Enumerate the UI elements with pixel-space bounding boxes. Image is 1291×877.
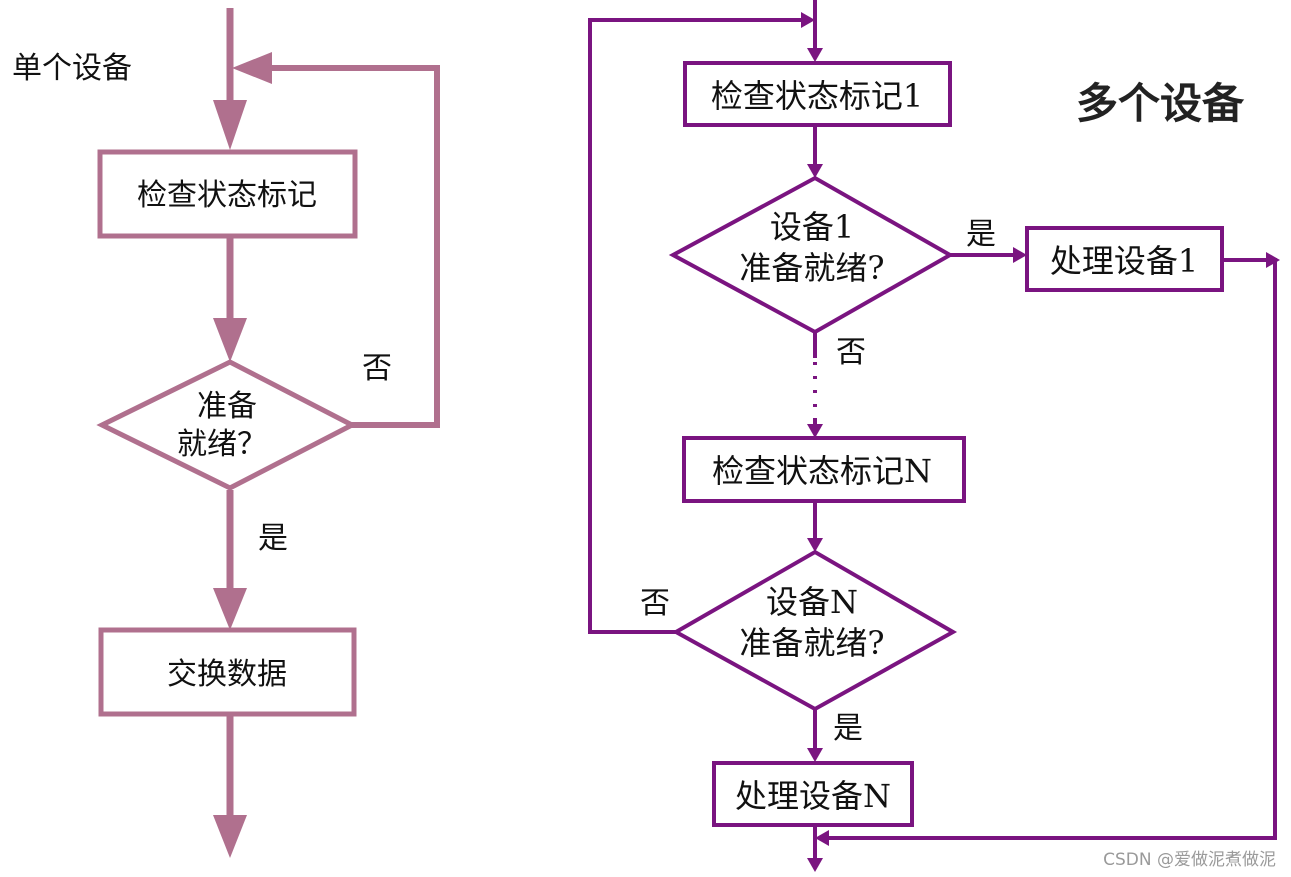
decision-n-line1: 设备N [766, 583, 858, 621]
arrowhead [213, 318, 247, 362]
single-device-title: 单个设备 [12, 51, 132, 86]
process-device-n-label: 处理设备N [735, 777, 891, 815]
device-n-ready-diamond [671, 549, 958, 712]
multi-device-flowchart: 多个设备 检查状态标记1 设备1 准备就绪? 是 处理设备1 否 [588, 0, 1280, 872]
no-1-label: 否 [836, 335, 866, 370]
arrowhead [807, 164, 823, 178]
yes-n-label: 是 [833, 711, 863, 746]
csdn-watermark: CSDN @爱做泥煮做泥 [1103, 850, 1276, 870]
check-status-1-box [683, 61, 952, 127]
check-status-n-box [682, 436, 966, 503]
arrowhead [807, 858, 823, 872]
arrowhead [213, 588, 247, 630]
arrowhead [213, 815, 247, 858]
arrowhead [807, 748, 823, 762]
yes-label: 是 [258, 521, 288, 556]
exchange-data-box [98, 627, 357, 717]
check-status-1-label: 检查状态标记1 [711, 77, 923, 115]
arrowhead [807, 538, 823, 552]
arrowhead [232, 52, 272, 84]
decision-1-line2: 准备就绪? [739, 249, 884, 287]
exchange-data-label: 交换数据 [167, 657, 287, 692]
decision-line2: 就绪？ [177, 427, 267, 462]
yes-1-label: 是 [966, 217, 996, 252]
check-status-box [97, 149, 358, 239]
arrowhead [213, 100, 247, 150]
arrowhead [807, 424, 823, 438]
single-device-flowchart: 单个设备 检查状态标记 准备 就绪？ 否 是 交换数据 [12, 8, 440, 858]
check-status-label: 检查状态标记 [137, 178, 317, 213]
ready-decision-diamond [96, 359, 358, 491]
arrowhead [801, 12, 815, 28]
process-device-1-label: 处理设备1 [1050, 242, 1198, 280]
process-device-1-box [1025, 226, 1224, 292]
arrowhead [807, 48, 823, 62]
decision-n-line2: 准备就绪? [739, 624, 884, 662]
no-n-label: 否 [640, 586, 670, 621]
arrowhead [1266, 252, 1280, 268]
multi-device-title: 多个设备 [1076, 79, 1245, 128]
decision-line1: 准备 [197, 389, 257, 424]
loop-back-line [588, 18, 805, 634]
return-line [825, 258, 1277, 840]
decision-1-line1: 设备1 [770, 208, 854, 246]
arrowhead [1013, 247, 1027, 263]
loop-back-line [272, 65, 440, 428]
process-device-n-box [712, 761, 914, 827]
check-status-n-label: 检查状态标记N [712, 452, 932, 490]
arrowhead [815, 830, 829, 846]
no-label: 否 [362, 351, 392, 386]
